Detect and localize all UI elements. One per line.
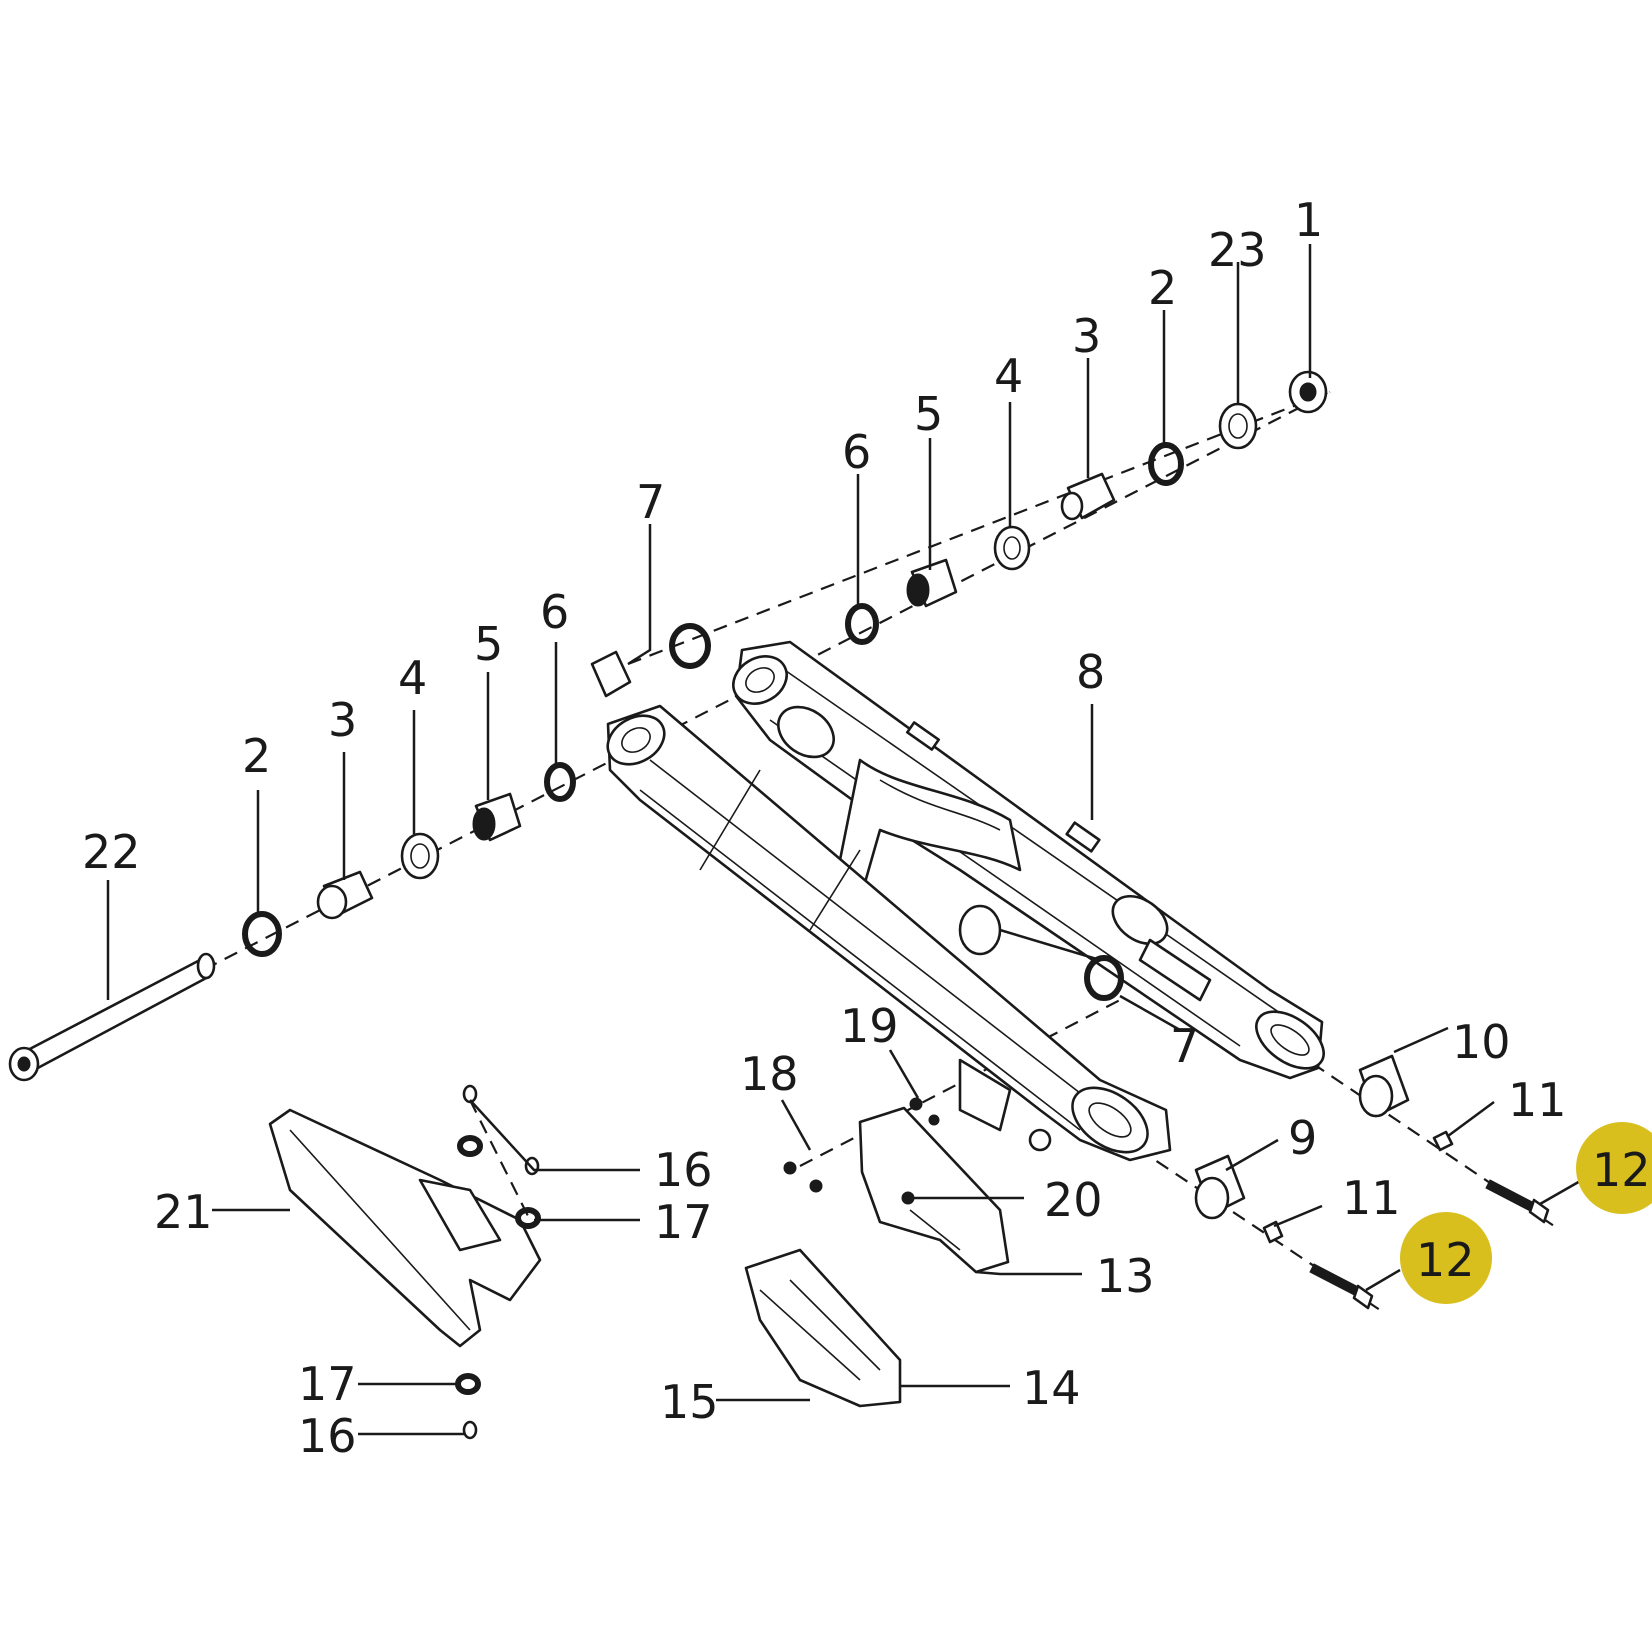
dust-cap-mid	[958, 904, 1002, 956]
dust-cap-left	[590, 650, 632, 698]
callout-19: 19	[840, 999, 899, 1053]
callout-20: 20	[1044, 1173, 1103, 1227]
callout-16-top: 16	[654, 1143, 713, 1197]
callout-15: 15	[660, 1375, 719, 1429]
chain-slider	[268, 1108, 542, 1348]
highlight-marker-12-low	[1400, 1212, 1492, 1304]
callout-12-right: 12	[1592, 1143, 1651, 1197]
callout-7-mid: 7	[1170, 1019, 1199, 1073]
callout-12-low: 12	[1416, 1233, 1475, 1287]
callout-10: 10	[1452, 1015, 1511, 1069]
seal	[845, 603, 879, 645]
nut-right	[1432, 1130, 1454, 1152]
callout-13: 13	[1096, 1249, 1155, 1303]
nut-left	[1262, 1220, 1284, 1244]
pivot-shaft	[22, 958, 212, 1072]
chain-guide-assembly	[268, 1084, 1010, 1440]
callout-3-top: 3	[1072, 309, 1101, 363]
callout-5-left: 5	[474, 617, 503, 671]
lower-pivot-hardware	[8, 762, 576, 1082]
callout-14: 14	[1022, 1361, 1081, 1415]
highlight-markers	[1400, 1122, 1652, 1304]
dust-cap	[669, 623, 711, 669]
chain-guide	[858, 1106, 1010, 1274]
callout-23: 23	[1208, 223, 1267, 277]
callout-21: 21	[154, 1185, 213, 1239]
callout-18: 18	[740, 1047, 799, 1101]
leader-lines	[106, 244, 1583, 1436]
spacer-washer	[993, 525, 1031, 571]
callout-22: 22	[82, 825, 141, 879]
washer	[1218, 402, 1258, 450]
washer-17-low	[455, 1373, 481, 1395]
screw-16-low	[462, 1420, 478, 1440]
callout-11-top: 11	[1508, 1073, 1567, 1127]
screw-16-top	[462, 1084, 478, 1104]
callout-11-low: 11	[1342, 1171, 1401, 1225]
seal-ring	[1148, 442, 1184, 486]
callout-8: 8	[1076, 645, 1105, 699]
callout-16-low: 16	[298, 1409, 357, 1463]
callout-7-top: 7	[636, 475, 665, 529]
seal	[544, 762, 576, 802]
callout-17-low: 17	[298, 1357, 357, 1411]
callout-4-left: 4	[398, 651, 427, 705]
callout-17-top: 17	[654, 1195, 713, 1249]
callout-9: 9	[1288, 1111, 1317, 1165]
dust-cap-mid-right	[1084, 955, 1124, 1001]
bolt-18b	[809, 1179, 823, 1193]
highlight-marker-12-right	[1576, 1122, 1652, 1214]
seal-ring	[242, 911, 282, 957]
swingarm-body	[606, 640, 1325, 1162]
washer-17-top	[457, 1135, 483, 1157]
callout-6-left: 6	[540, 585, 569, 639]
upper-pivot-hardware	[590, 370, 1328, 698]
callout-6-top: 6	[842, 425, 871, 479]
spacer-washer	[400, 832, 440, 880]
callout-2-left: 2	[242, 729, 271, 783]
callout-4-top: 4	[994, 349, 1023, 403]
callout-3-left: 3	[328, 693, 357, 747]
adjuster-hardware	[958, 904, 1550, 1310]
bolt-18a	[783, 1161, 797, 1175]
nut-19	[909, 1097, 923, 1111]
callout-labels: 1 23 2 3 4 5 6 7 8 6 5 4 3 2 22 7 10 11 …	[82, 193, 1651, 1463]
callout-5-top: 5	[914, 387, 943, 441]
callout-1: 1	[1294, 193, 1323, 247]
chain-guide-insert	[744, 1248, 902, 1408]
callout-2-top: 2	[1148, 261, 1177, 315]
